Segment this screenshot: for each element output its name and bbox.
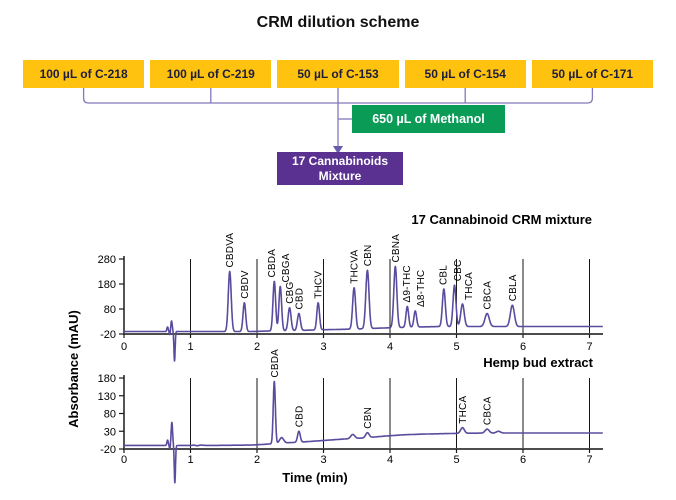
peak-label-THCV: THCV [314, 271, 325, 299]
y-tick-label: 30 [104, 426, 116, 438]
x-tick-label: 7 [586, 341, 592, 353]
x-tick-label: 3 [320, 341, 326, 353]
vial-box-c171: 50 µL of C-171 [531, 60, 654, 88]
diagram-title: CRM dilution scheme [256, 14, 420, 31]
y-axis-label: Absorbance (mAU) [66, 310, 81, 428]
plot-title-1: 17 Cannabinoid CRM mixture [411, 212, 592, 227]
y-tick-label: -20 [100, 444, 116, 456]
mixture-label-line2: Mixture [318, 168, 362, 183]
peak-label-CBL: CBL [438, 265, 449, 285]
vial-box-c218: 100 µL of C-218 [23, 60, 145, 88]
peak-label-CBDA: CBDA [270, 349, 281, 378]
y-tick-label: 80 [104, 409, 116, 421]
peak-label-CBGA: CBGA [281, 253, 292, 282]
x-tick-label: 0 [121, 341, 127, 353]
x-tick-label: 6 [520, 341, 526, 353]
vial-box-c153: 50 µL of C-153 [277, 60, 399, 88]
peak-label-CBD: CBD [294, 406, 305, 428]
x-tick-label: 4 [387, 341, 393, 353]
peak-label-THCA: THCA [464, 272, 475, 300]
y-tick-label: 180 [98, 279, 116, 291]
peak-label-CBLA: CBLA [508, 274, 519, 301]
x-tick-label: 4 [387, 454, 393, 466]
trace-1 [123, 265, 604, 362]
peak-label-THCVA: THCVA [350, 250, 361, 284]
x-tick-label: 2 [254, 454, 260, 466]
peak-label-CBN: CBN [363, 407, 374, 429]
x-tick-label: 5 [453, 454, 459, 466]
y-tick-label: 280 [98, 254, 116, 266]
y-tick-label: 80 [104, 304, 116, 316]
methanol-box: 650 µL of Methanol [352, 105, 505, 133]
x-tick-label: 6 [520, 454, 526, 466]
mixture-label-line1: 17 Cannabinoids [291, 153, 389, 168]
peak-label-Δ9-THC: Δ9-THC [402, 265, 413, 302]
vial-box-c219: 100 µL of C-219 [150, 60, 272, 88]
y-tick-label: 130 [98, 391, 116, 403]
connector-bus [82, 88, 594, 104]
x-tick-label: 0 [121, 454, 127, 466]
vial-box-c154: 50 µL of C-154 [404, 60, 526, 88]
y-tick-label: 180 [98, 373, 116, 385]
peak-label-CBDV: CBDV [240, 270, 251, 299]
peak-label-CBDA: CBDA [267, 249, 278, 278]
peak-label-CBDVA: CBDVA [225, 233, 236, 268]
y-tick-label: -20 [100, 329, 116, 341]
x-tick-label: 3 [320, 454, 326, 466]
x-tick-label: 1 [187, 454, 193, 466]
vial-row: 100 µL of C-218 100 µL of C-219 50 µL of… [23, 60, 654, 88]
peak-label-CBG: CBG [285, 282, 296, 304]
x-tick-label: 5 [453, 341, 459, 353]
x-tick-label: 1 [187, 341, 193, 353]
peak-label-CBD: CBD [294, 288, 305, 310]
peak-label-CBC: CBC [453, 260, 464, 282]
trace-2 [123, 380, 604, 484]
peak-label-CBN: CBN [363, 245, 374, 267]
peak-label-Δ8-THC: Δ8-THC [416, 270, 427, 307]
mixture-box: 17 Cannabinoids Mixture [277, 152, 403, 185]
x-tick-label: 2 [254, 341, 260, 353]
peak-label-CBCA: CBCA [483, 396, 494, 425]
peak-label-CBNA: CBNA [391, 234, 402, 263]
peak-label-CBCA: CBCA [483, 281, 494, 310]
peak-label-THCA: THCA [458, 396, 469, 424]
plot-title-2: Hemp bud extract [483, 355, 593, 370]
x-tick-label: 7 [586, 454, 592, 466]
x-axis-label: Time (min) [282, 470, 348, 485]
